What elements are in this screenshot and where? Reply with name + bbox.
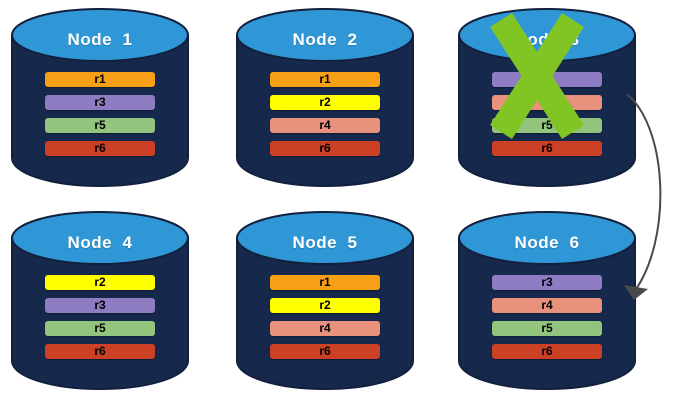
replica-bar[interactable]: r1 [270, 275, 380, 290]
node-cylinder-4[interactable]: Node 4 r2 r3 r5 r6 [10, 211, 190, 391]
replica-bar[interactable]: r3 [492, 72, 602, 87]
replica-bar[interactable]: r4 [492, 298, 602, 313]
replica-bar[interactable]: r6 [270, 141, 380, 156]
replica-bar[interactable]: r1 [270, 72, 380, 87]
cylinder-top [11, 211, 189, 265]
replica-bar[interactable]: r3 [492, 275, 602, 290]
replica-list: r1 r3 r5 r6 [45, 72, 155, 156]
replica-bar[interactable]: r5 [492, 118, 602, 133]
replica-list: r3 r4 r5 r6 [492, 275, 602, 359]
replica-bar[interactable]: r6 [45, 141, 155, 156]
replica-bar[interactable]: r4 [270, 118, 380, 133]
node-cylinder-2[interactable]: Node 2 r1 r2 r4 r6 [235, 8, 415, 188]
replica-bar[interactable]: r2 [45, 275, 155, 290]
replica-bar[interactable]: r6 [492, 344, 602, 359]
node-title: Node 4 [67, 233, 133, 252]
node-title: Node 2 [292, 30, 358, 49]
replica-bar[interactable]: r6 [45, 344, 155, 359]
cylinder-top [11, 8, 189, 62]
replica-bar[interactable]: r6 [270, 344, 380, 359]
replica-bar[interactable]: r2 [270, 298, 380, 313]
replica-bar[interactable]: r1 [45, 72, 155, 87]
node-title: Node 5 [292, 233, 358, 252]
node-title: Node 6 [514, 233, 580, 252]
cylinder-top [236, 211, 414, 265]
replica-bar[interactable]: r4 [270, 321, 380, 336]
node-cylinder-6[interactable]: Node 6 r3 r4 r5 r6 [457, 211, 637, 391]
replica-list: r3 r4 r5 r6 [492, 72, 602, 156]
cylinder-top [236, 8, 414, 62]
replica-bar[interactable]: r5 [45, 118, 155, 133]
replica-bar[interactable]: r5 [492, 321, 602, 336]
node-cylinder-3[interactable]: Node 3 r3 r4 r5 r6 [457, 8, 637, 188]
replica-list: r1 r2 r4 r6 [270, 275, 380, 359]
replica-list: r1 r2 r4 r6 [270, 72, 380, 156]
node-title: Node 3 [514, 30, 580, 49]
replica-bar[interactable]: r6 [492, 141, 602, 156]
replica-bar[interactable]: r2 [270, 95, 380, 110]
node-cylinder-1[interactable]: Node 1 r1 r3 r5 r6 [10, 8, 190, 188]
node-cylinder-5[interactable]: Node 5 r1 r2 r4 r6 [235, 211, 415, 391]
replica-bar[interactable]: r3 [45, 298, 155, 313]
replica-list: r2 r3 r5 r6 [45, 275, 155, 359]
replica-bar[interactable]: r4 [492, 95, 602, 110]
replica-bar[interactable]: r5 [45, 321, 155, 336]
replica-bar[interactable]: r3 [45, 95, 155, 110]
node-title: Node 1 [67, 30, 133, 49]
